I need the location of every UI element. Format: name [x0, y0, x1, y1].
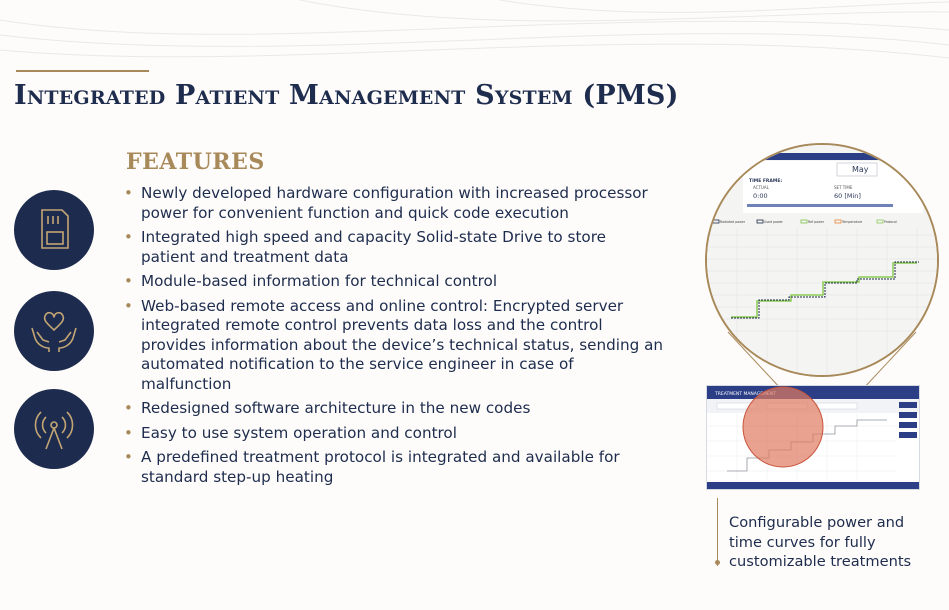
feature-text: Module-based information for technical c…	[141, 272, 498, 290]
dropdown-value: May	[852, 165, 869, 174]
heart-hands-icon	[31, 311, 77, 352]
legend-temperature: Temperature	[841, 220, 862, 224]
caption-dot	[715, 560, 720, 565]
image-caption: Configurable power and time curves for f…	[729, 514, 912, 570]
list-item: • A predefined treatment protocol is inte…	[124, 448, 664, 487]
bullet-marker: •	[124, 448, 133, 466]
icon-circle-remote	[14, 389, 94, 469]
actual-label: ACTUAL	[753, 185, 770, 190]
feature-text: Web-based remote access and online contr…	[141, 296, 664, 393]
feature-text: Integrated high speed and capacity Solid…	[141, 228, 606, 266]
feature-text: A predefined treatment protocol is integ…	[141, 448, 620, 486]
bullet-marker: •	[124, 296, 133, 315]
bullet-marker: •	[124, 423, 133, 442]
screenshot-graphic: TREATMENT MANAGEMENT	[707, 386, 919, 489]
page-title: Integrated Patient Management System (PM…	[14, 80, 679, 111]
treatment-management-screenshot: TREATMENT MANAGEMENT	[706, 385, 920, 490]
list-item: • Web-based remote access and online cont…	[124, 297, 664, 395]
actual-value: 0:00	[753, 192, 768, 200]
bullet-marker: •	[124, 399, 133, 417]
feature-text: Newly developed hardware configuration w…	[141, 184, 648, 222]
set-time-value: 60 [Min]	[834, 192, 861, 200]
icon-circle-storage	[14, 190, 94, 270]
list-item: • Module-based information for technical …	[124, 272, 664, 292]
legend-protocol: Protocol	[884, 220, 897, 224]
icon-circle-care	[14, 291, 94, 371]
legend-used-power: Used power	[764, 220, 784, 224]
list-item: • Integrated high speed and capacity Soli…	[124, 228, 664, 267]
protocol-curve	[731, 262, 917, 318]
bullet-marker: •	[124, 228, 133, 246]
feature-text: Easy to use system operation and control	[141, 423, 457, 442]
list-item: • Redesigned software architecture in the…	[124, 399, 664, 419]
list-item: • Newly developed hardware configuration …	[124, 184, 664, 223]
magnified-screen-graphic: May TIME FRAME: ACTUAL 0:00 SET TIME 60 …	[707, 145, 937, 375]
memory-card-icon	[41, 209, 69, 249]
background-wave-lines	[0, 0, 949, 59]
used-power-curve	[731, 261, 919, 319]
bullet-marker: •	[124, 184, 133, 202]
time-progress-bar	[747, 204, 893, 207]
list-item: • Easy to use system operation and contro…	[124, 424, 664, 444]
set-time-label: SET TIME	[834, 185, 853, 190]
features-list: • Newly developed hardware configuration …	[124, 184, 664, 492]
highlight-circle	[742, 386, 824, 468]
caption-rule	[717, 498, 718, 566]
bullet-marker: •	[124, 272, 133, 290]
title-rule	[16, 70, 149, 72]
features-heading: FEATURES	[126, 149, 265, 175]
legend-ref-power: Ref power	[808, 220, 825, 224]
time-frame-label: TIME FRAME:	[749, 178, 782, 184]
feature-text: Redesigned software architecture in the …	[141, 399, 531, 417]
magnified-screen: May TIME FRAME: ACTUAL 0:00 SET TIME 60 …	[705, 143, 939, 377]
broadcast-tower-icon	[34, 411, 74, 450]
legend-radiated-power: Radiated power	[720, 220, 746, 224]
screenshot-header: TREATMENT MANAGEMENT	[714, 391, 776, 397]
